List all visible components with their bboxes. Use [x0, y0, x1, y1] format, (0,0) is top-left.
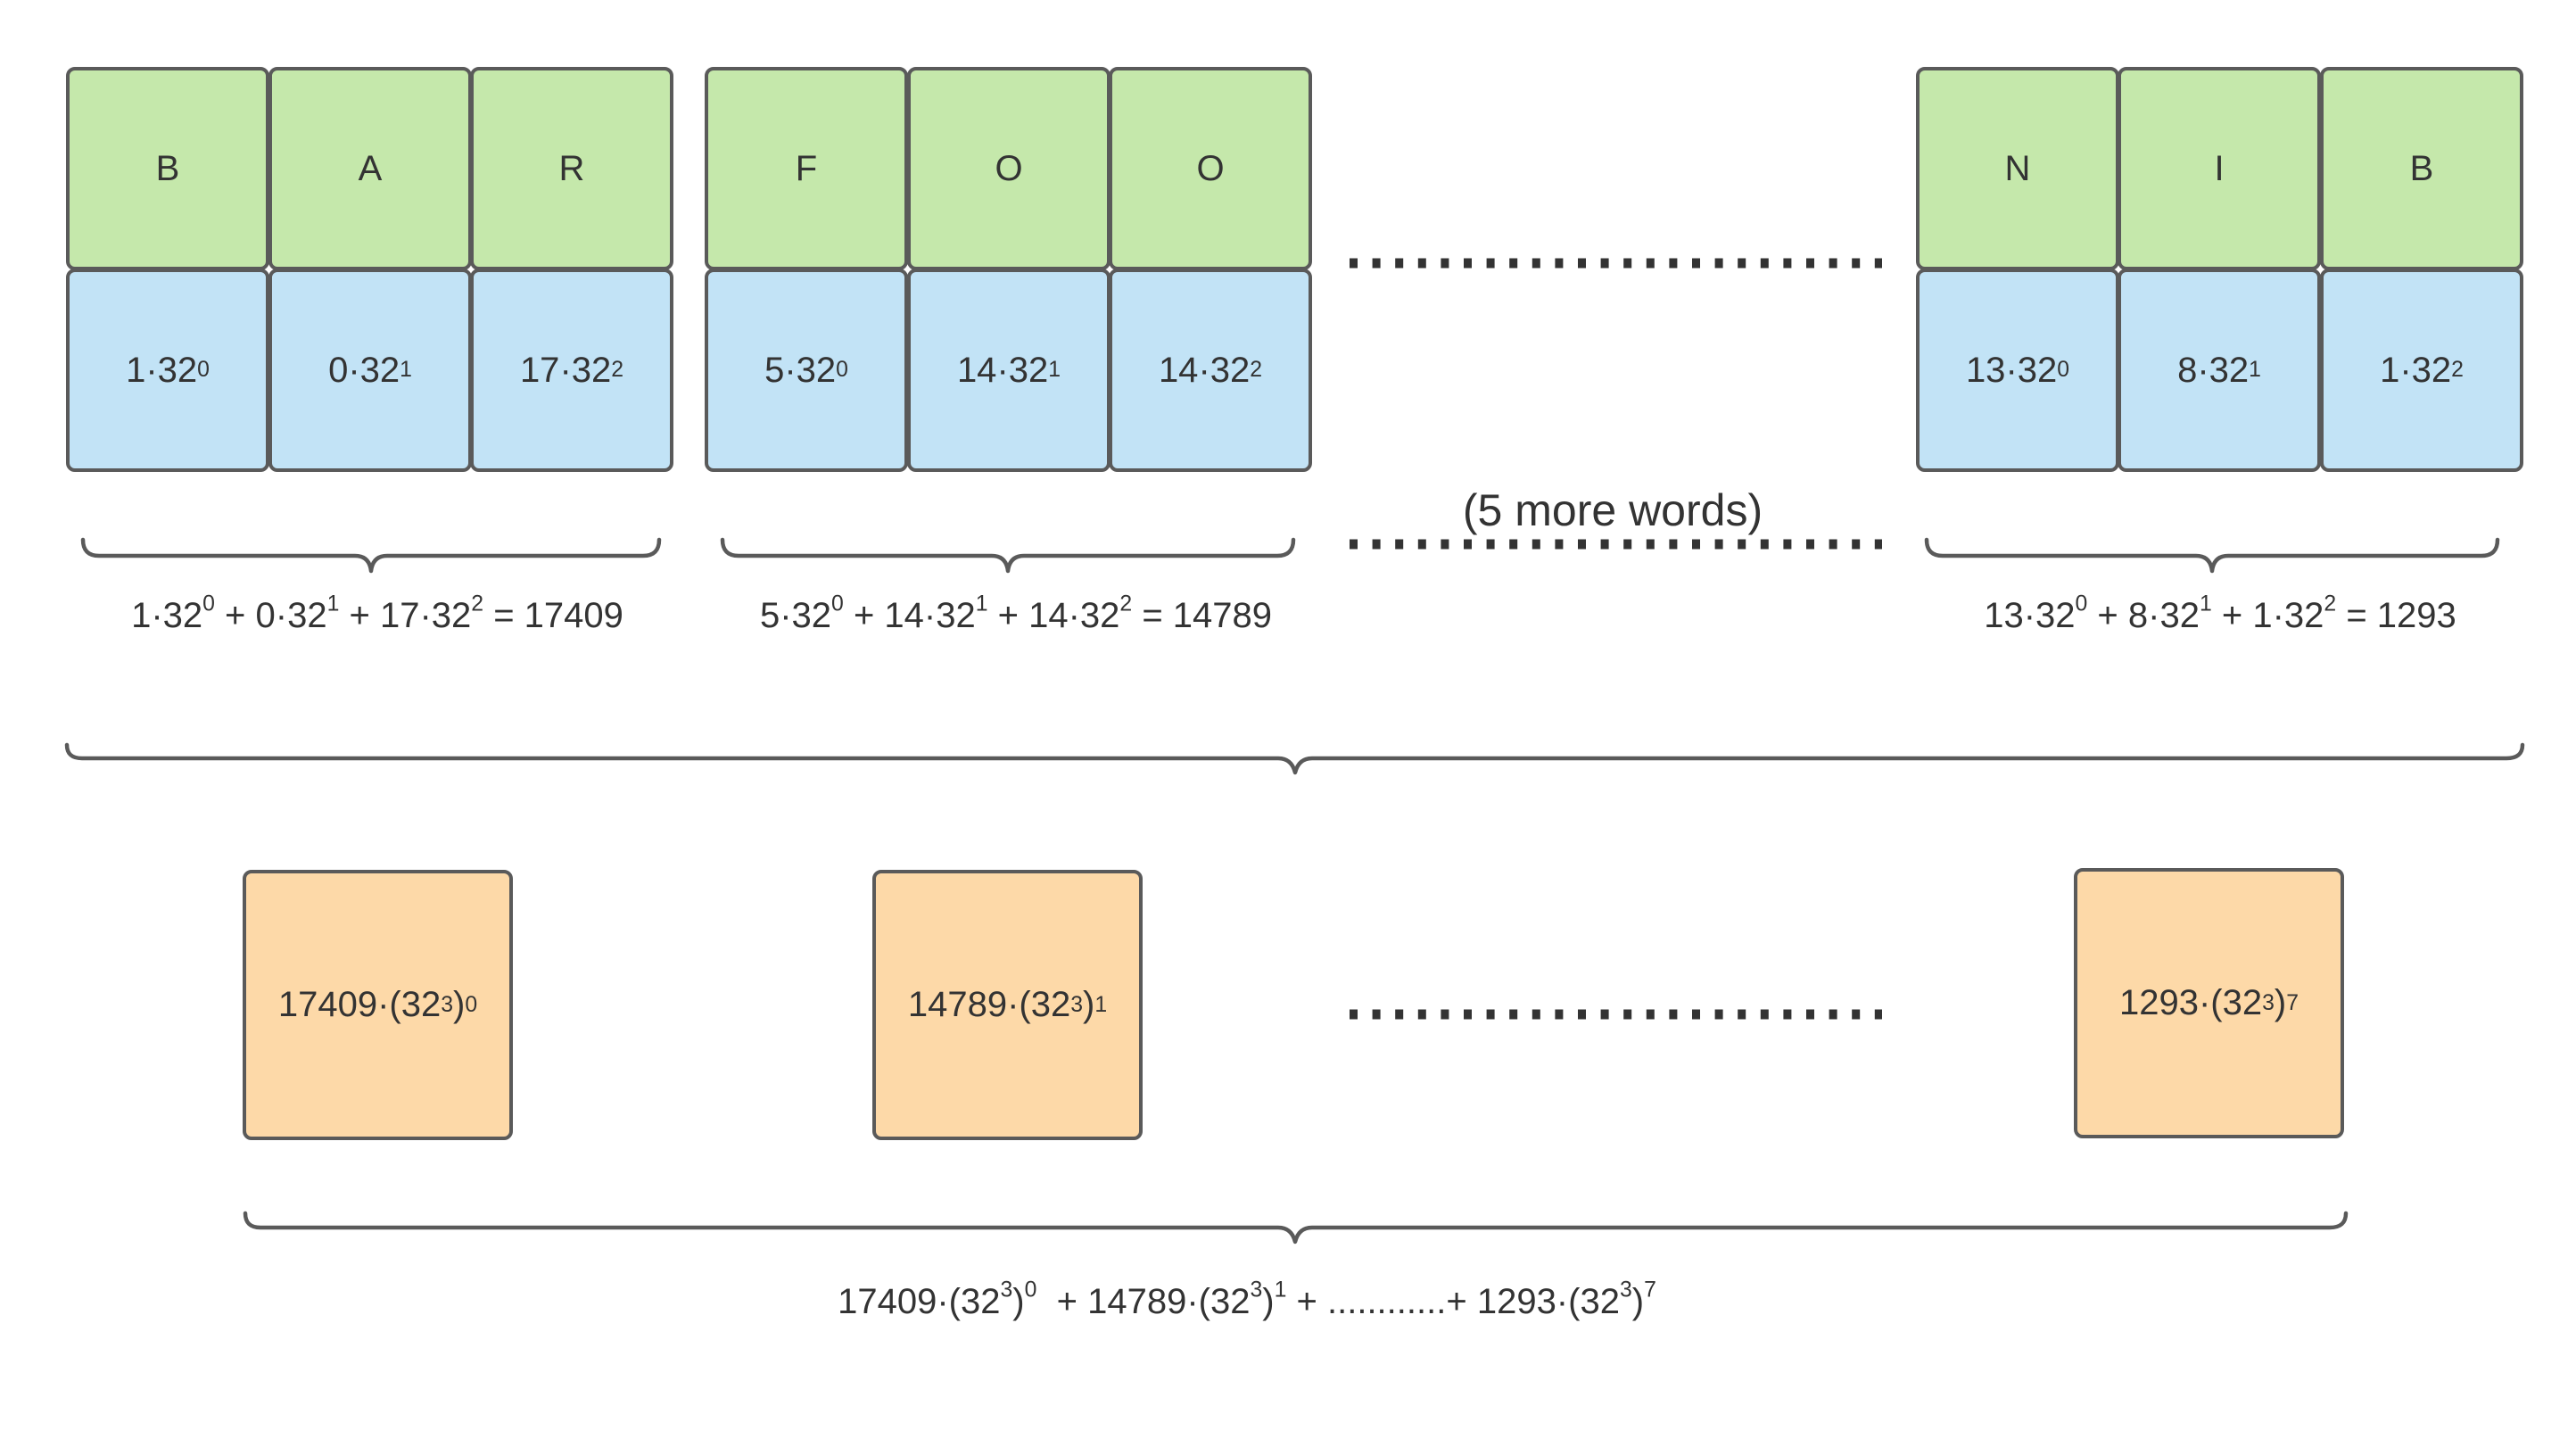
letter-cell-o: O — [1109, 67, 1312, 270]
term-base: 32 — [2209, 350, 2250, 390]
sum-exp: 0 — [831, 591, 844, 616]
combined-close: ) — [2274, 983, 2287, 1022]
letter: I — [2214, 148, 2225, 188]
final-inner-exp: 3 — [1250, 1278, 1263, 1303]
term-coef: 14 — [956, 350, 997, 390]
final-outer-exp: 7 — [1644, 1278, 1656, 1303]
letter-cell-b: B — [66, 67, 269, 270]
term-base: 32 — [1008, 350, 1049, 390]
more-words-label: (5 more words) — [1462, 485, 1763, 535]
term-coef: 17 — [519, 350, 560, 390]
sum-term: 13·32 — [1984, 596, 2076, 635]
letter: B — [155, 148, 180, 188]
sum-term: + 14·32 — [987, 596, 1120, 635]
sum-exp: 0 — [2075, 591, 2088, 616]
letter-cell-r: R — [470, 67, 673, 270]
term-coef: 0 — [328, 350, 349, 390]
combined-base: ·(32 — [377, 985, 442, 1024]
final-close: ) — [1631, 1282, 1645, 1321]
term-base: 32 — [2017, 350, 2058, 390]
letter: N — [2004, 148, 2031, 188]
sum-term: + 1·32 — [2211, 596, 2324, 635]
final-close: ) — [1012, 1282, 1025, 1321]
combine-brace — [64, 742, 2525, 775]
term-coef: 13 — [1965, 350, 2006, 390]
term-coef: 1 — [126, 350, 146, 390]
term-coef: 1 — [2380, 350, 2400, 390]
final-inner-exp: 3 — [1619, 1278, 1632, 1303]
sum-exp: 1 — [326, 591, 340, 616]
final-outer-exp: 0 — [1024, 1278, 1037, 1303]
sum-result: = 1293 — [2336, 596, 2456, 635]
term-coef: 8 — [2177, 350, 2198, 390]
combined-value: 1293 — [2118, 983, 2199, 1022]
sum-exp: 2 — [2324, 591, 2337, 616]
combined-value: 17409 — [277, 985, 378, 1024]
combined-close: ) — [1083, 985, 1095, 1024]
sum-exp: 0 — [202, 591, 215, 616]
final-close: ) — [1262, 1282, 1275, 1321]
sum-result: = 14789 — [1132, 596, 1273, 635]
sum-exp: 2 — [1119, 591, 1133, 616]
sum-term: + 8·32 — [2087, 596, 2200, 635]
word-sum-nib: 13·320 + 8·321 + 1·322 = 1293 — [1984, 593, 2456, 636]
final-brace — [243, 1211, 2349, 1245]
sum-result: = 17409 — [483, 596, 623, 635]
combined-close: ) — [453, 985, 466, 1024]
term-base: 32 — [157, 350, 198, 390]
term-coef: 5 — [764, 350, 785, 390]
final-outer-exp: 1 — [1274, 1278, 1287, 1303]
word-brace — [720, 537, 1296, 574]
letter: F — [795, 148, 818, 188]
letter: A — [358, 148, 383, 188]
sum-exp: 1 — [975, 591, 988, 616]
term-coef: 14 — [1158, 350, 1199, 390]
sum-exp: 1 — [2199, 591, 2212, 616]
term-base: 32 — [359, 350, 400, 390]
term-base: 32 — [571, 350, 612, 390]
term-base: 32 — [2411, 350, 2452, 390]
word-brace — [1924, 537, 2500, 574]
final-term: 17409·(32 — [838, 1282, 1001, 1321]
combined-base: ·(32 — [2198, 983, 2263, 1022]
combined-base: ·(32 — [1007, 985, 1071, 1024]
word-brace — [80, 537, 662, 574]
final-term: + ............+ 1293·(32 — [1286, 1282, 1620, 1321]
final-inner-exp: 3 — [1000, 1278, 1013, 1303]
term-base: 32 — [1210, 350, 1251, 390]
letter-cell-i: I — [2118, 67, 2321, 270]
sum-term: 1·32 — [131, 596, 203, 635]
combined-value: 14789 — [907, 985, 1008, 1024]
sum-exp: 2 — [471, 591, 484, 616]
sum-term: 5·32 — [759, 596, 832, 635]
word-sum-foo: 5·320 + 14·321 + 14·322 = 14789 — [759, 593, 1273, 636]
sum-term: + 14·32 — [843, 596, 976, 635]
letter: B — [2409, 148, 2434, 188]
word-sum-bar: 1·320 + 0·321 + 17·322 = 17409 — [131, 593, 623, 636]
term-base: 32 — [796, 350, 837, 390]
final-sum: 17409·(323)0 + 14789·(323)1 + ..........… — [838, 1279, 1656, 1322]
letter: O — [1196, 148, 1225, 188]
sum-term: + 0·32 — [214, 596, 327, 635]
sum-term: + 17·32 — [339, 596, 472, 635]
letter: R — [558, 148, 585, 188]
letter: O — [995, 148, 1023, 188]
final-term: + 14789·(32 — [1036, 1282, 1251, 1321]
